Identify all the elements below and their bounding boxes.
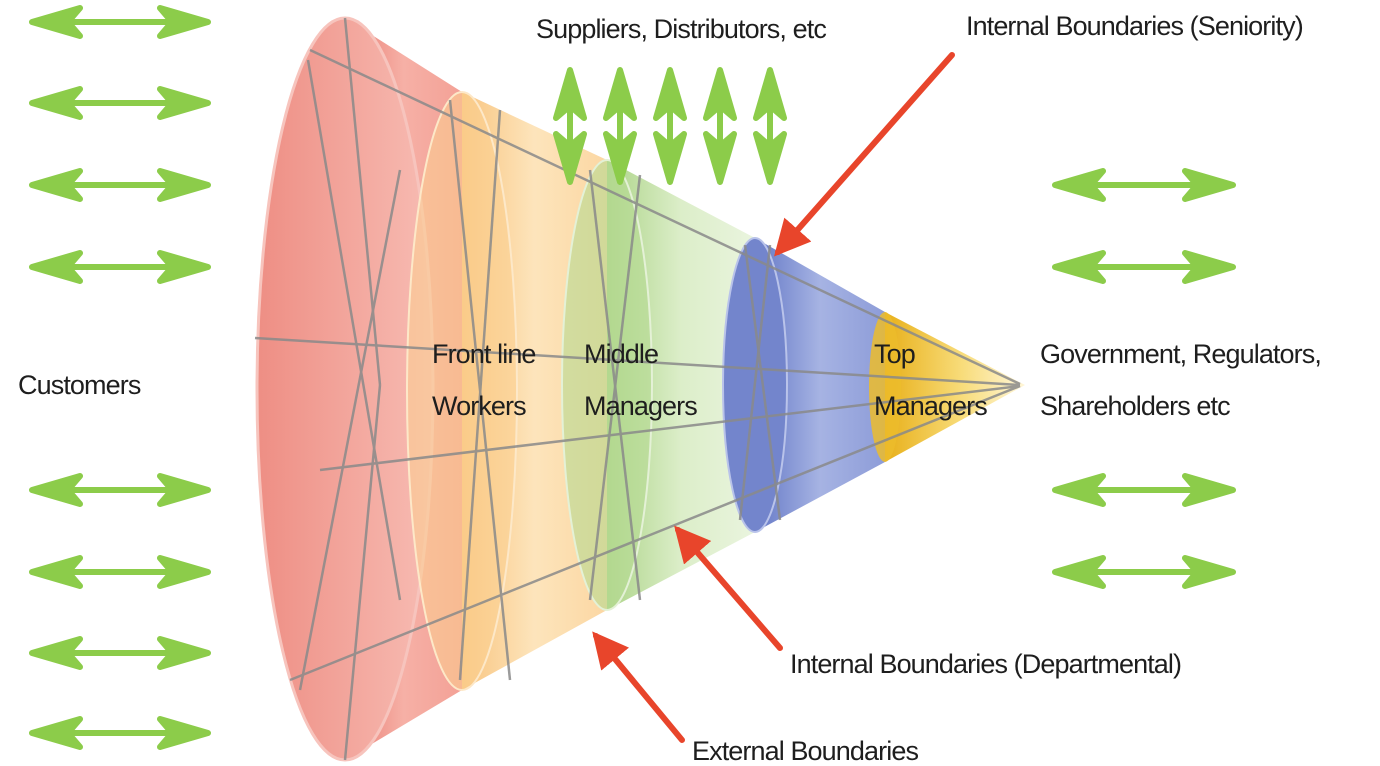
vertical-double-arrow-icon <box>653 67 687 185</box>
right-arrows <box>1052 168 1236 589</box>
vertical-double-arrow-icon <box>553 67 587 185</box>
pointer-arrows <box>592 52 955 743</box>
vertical-double-arrow-icon <box>753 67 787 185</box>
label-top-line2: Managers <box>874 391 988 421</box>
label-government-line1: Government, Regulators, <box>1040 339 1322 369</box>
double-arrow-icon <box>29 636 211 670</box>
label-top-line1: Top <box>874 339 916 369</box>
double-arrow-icon <box>29 716 211 750</box>
ring-orange <box>406 91 518 691</box>
supplier-arrows <box>553 67 787 185</box>
label-internal-departmental: Internal Boundaries (Departmental) <box>790 649 1182 679</box>
cone-section-blue <box>755 238 885 532</box>
label-customers: Customers <box>18 370 141 400</box>
double-arrow-icon <box>1052 555 1236 589</box>
double-arrow-icon <box>29 5 211 39</box>
wireframe <box>254 17 1021 761</box>
double-arrow-icon <box>29 473 211 507</box>
double-arrow-icon <box>1052 473 1236 507</box>
label-middle-line1: Middle <box>584 339 659 369</box>
double-arrow-icon <box>1052 250 1236 284</box>
cone-section-yellow <box>885 312 1025 462</box>
label-external-boundaries: External Boundaries <box>692 736 919 766</box>
label-government-line2: Shareholders etc <box>1040 391 1231 421</box>
ring-green <box>561 159 653 611</box>
label-internal-seniority: Internal Boundaries (Seniority) <box>966 11 1304 41</box>
label-middle-line2: Managers <box>584 391 698 421</box>
ring-yellow <box>869 312 901 462</box>
pointer-departmental-arrow <box>674 525 783 651</box>
double-arrow-icon <box>29 555 211 589</box>
double-arrow-icon <box>29 250 211 284</box>
double-arrow-icon <box>29 86 211 120</box>
vertical-double-arrow-icon <box>703 67 737 185</box>
label-front-line-line2: Workers <box>432 391 527 421</box>
pointer-external-arrow <box>592 631 685 743</box>
label-suppliers: Suppliers, Distributors, etc <box>536 14 827 44</box>
cone <box>254 16 1025 762</box>
vertical-double-arrow-icon <box>603 67 637 185</box>
pointer-seniority-arrow <box>774 52 955 257</box>
double-arrow-icon <box>29 168 211 202</box>
left-arrows <box>29 5 211 750</box>
double-arrow-icon <box>1052 168 1236 202</box>
label-front-line-line1: Front line <box>432 339 536 369</box>
